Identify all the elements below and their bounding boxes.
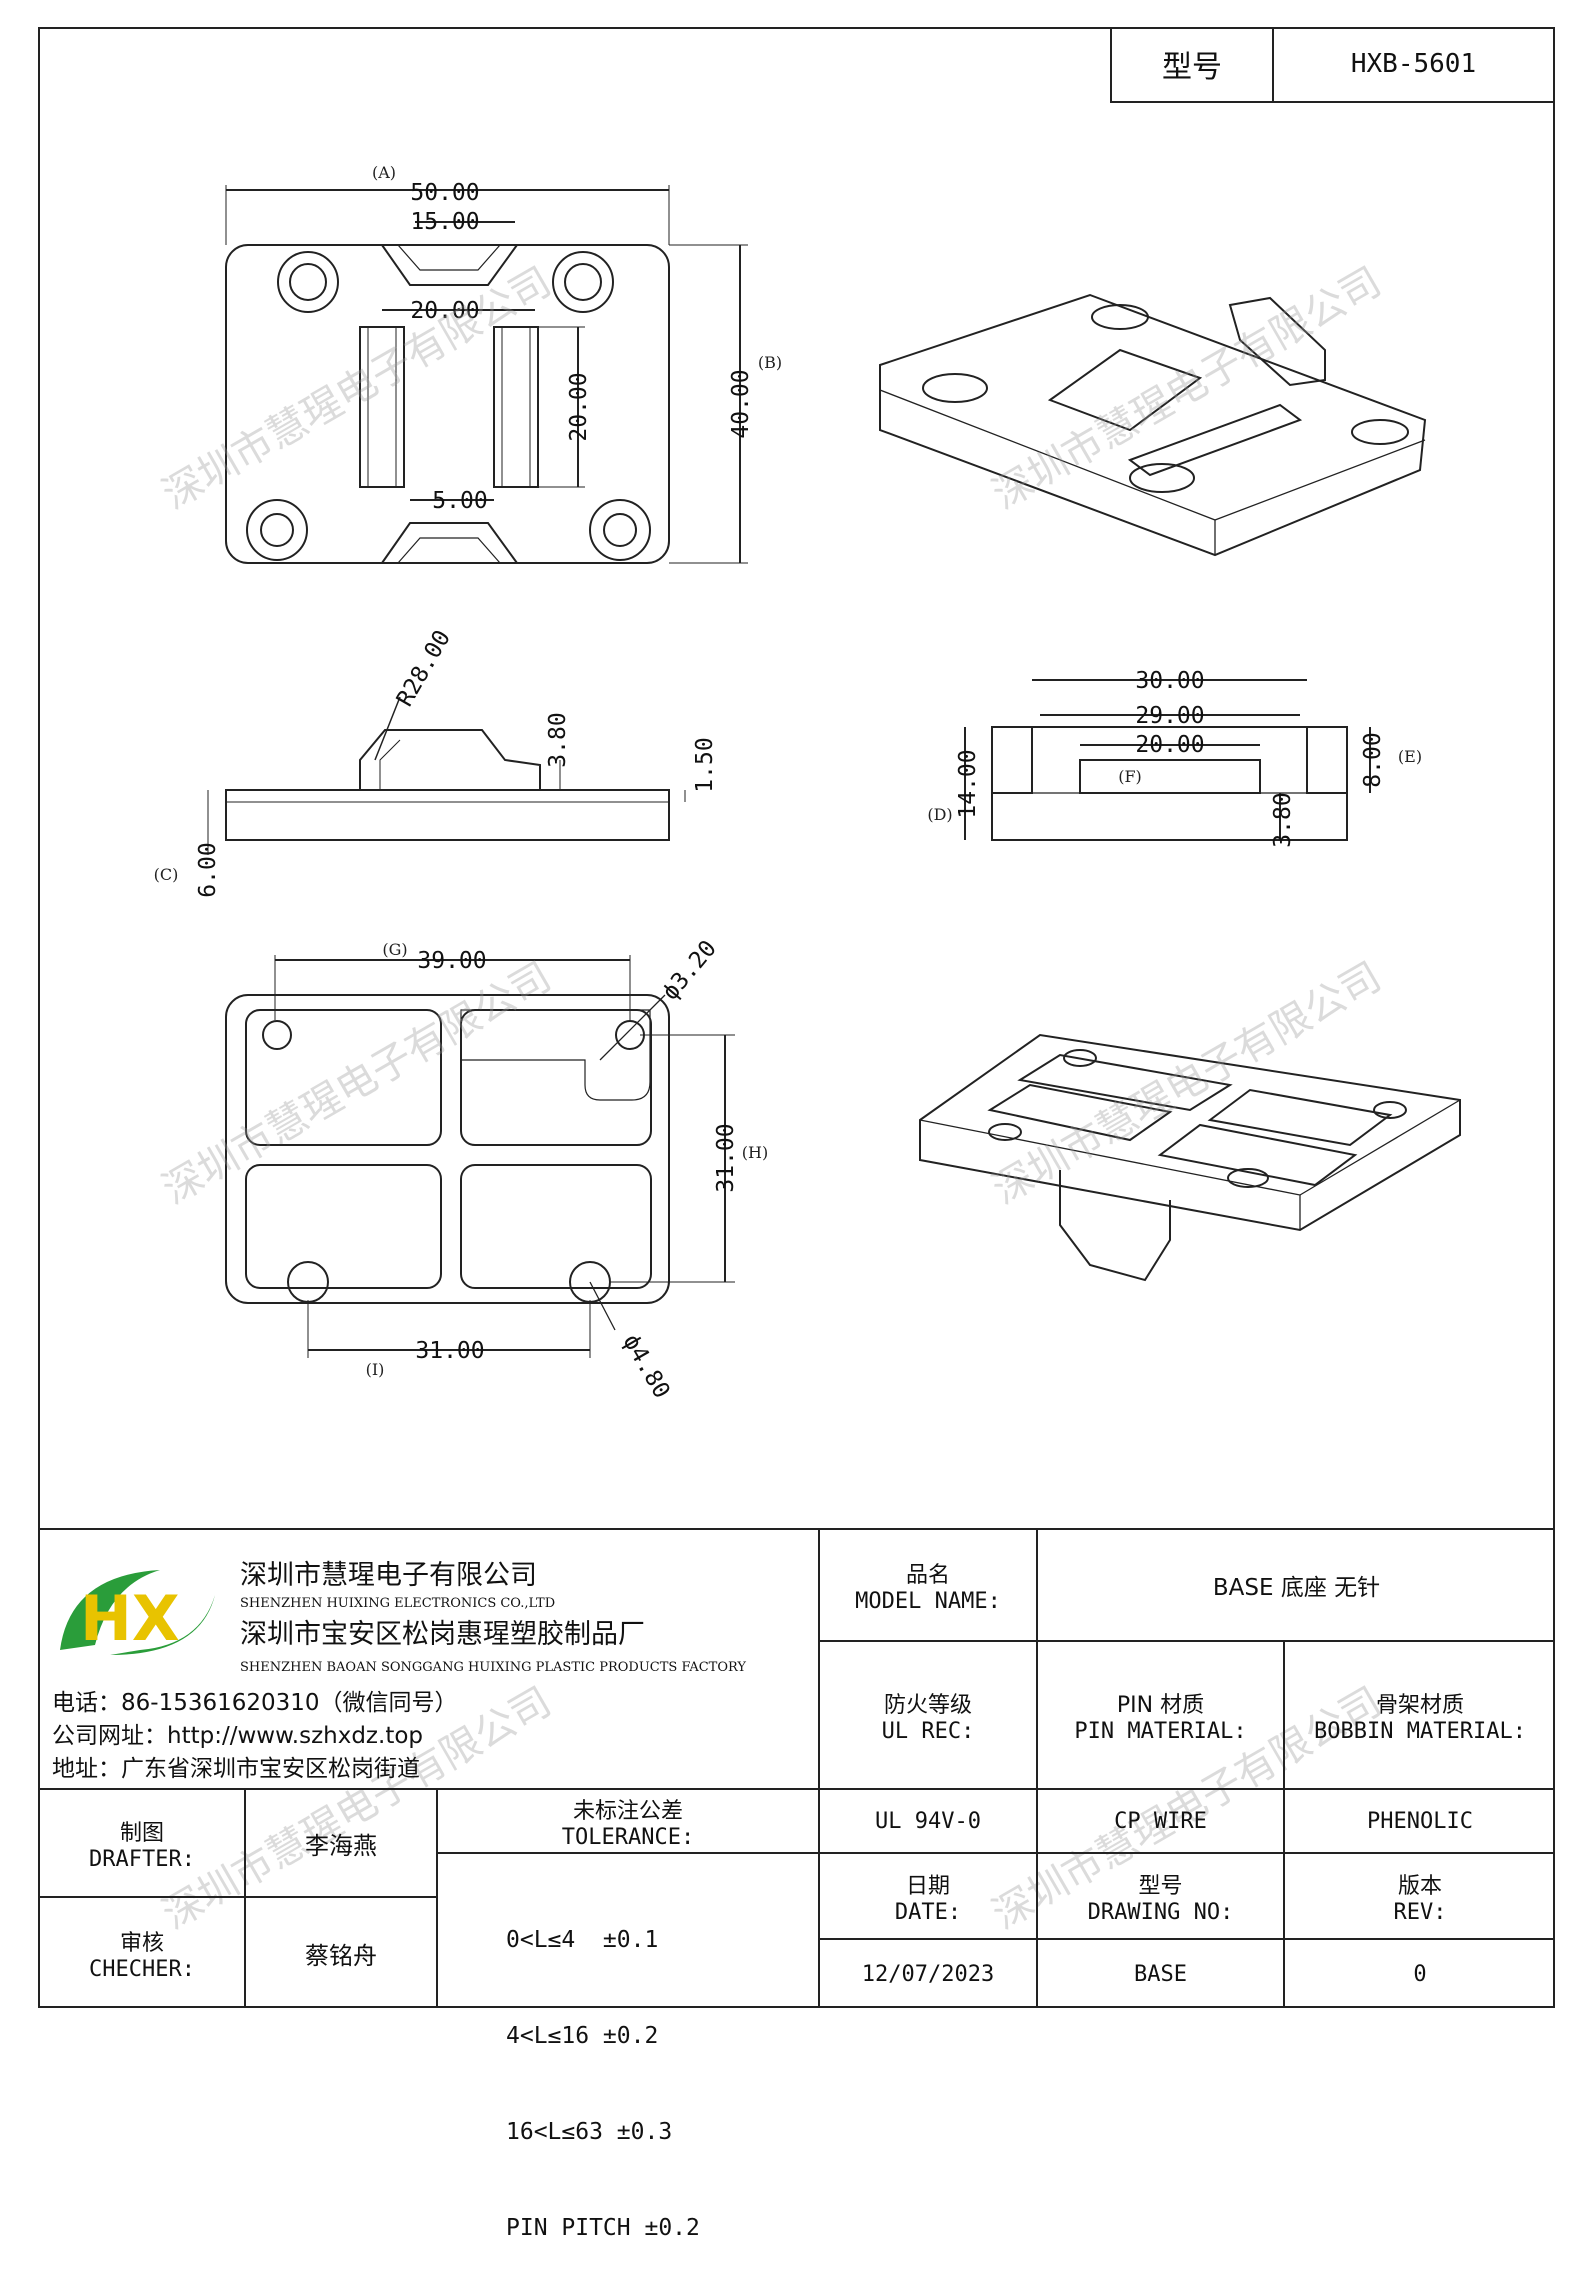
top-view <box>225 185 748 564</box>
model-value: HXB-5601 <box>1350 49 1477 79</box>
company-web: 公司网址：http://www.szhxdz.top <box>52 1723 424 1749</box>
iso-view-bottom <box>919 1033 1461 1282</box>
end-view <box>964 679 1371 841</box>
dim-end-w3: 20.00 <box>1135 732 1204 758</box>
factory-name-en: SHENZHEN BAOAN SONGGANG HUIXING PLASTIC … <box>240 1660 746 1675</box>
label-g: (G) <box>382 940 407 959</box>
drafter-label: 制图 DRAFTER: <box>40 1790 244 1896</box>
model-name-value: BASE 底座 无针 <box>1212 1575 1381 1601</box>
pin-cn: PIN 材质 <box>1116 1692 1205 1718</box>
dwg-en: DRAWING NO: <box>1087 1899 1234 1925</box>
model-label: 型号 <box>1112 27 1274 101</box>
label-i: (I) <box>366 1360 385 1379</box>
dim-bot-w2: 31.00 <box>415 1338 484 1364</box>
tolerance-line: 0<L≤4 ±0.1 <box>506 1927 659 1953</box>
checker-value: 蔡铭舟 <box>305 1941 377 1970</box>
tolerance-line: 4<L≤16 ±0.2 <box>506 2023 659 2049</box>
bobbin-en: BOBBIN MATERIAL: <box>1314 1718 1526 1744</box>
dwg-label: 型号 DRAWING NO: <box>1038 1854 1283 1938</box>
dim-slot-height: 20.00 <box>566 372 592 441</box>
dim-end-w1: 30.00 <box>1135 668 1204 694</box>
model-name-label: 品名 MODEL NAME: <box>820 1530 1036 1640</box>
dim-bot-hole: ϕ3.20 <box>657 936 721 1006</box>
dim-bot-w: 39.00 <box>417 948 486 974</box>
label-b: (B) <box>758 353 782 372</box>
technical-drawing: 50.00 15.00 20.00 5.00 40.00 20.00 (A) (… <box>154 163 1461 1403</box>
model-name-cn: 品名 <box>905 1562 950 1588</box>
tolerance-cn: 未标注公差 <box>572 1798 683 1824</box>
drawing-frame <box>38 27 1555 2008</box>
company-address: 地址：广东省深圳市宝安区松岗街道 <box>52 1756 420 1782</box>
ul-value: UL 94V-0 <box>875 1808 981 1834</box>
bobbin-value: PHENOLIC <box>1367 1808 1473 1834</box>
date-label: 日期 DATE: <box>820 1854 1036 1938</box>
rev-en: REV: <box>1393 1899 1447 1925</box>
label-a: (A) <box>372 163 396 182</box>
tolerance-en: TOLERANCE: <box>561 1824 695 1850</box>
tolerance-line: PIN PITCH ±0.2 <box>506 2215 700 2241</box>
company-phone: 电话：86-15361620310（微信同号） <box>52 1690 458 1716</box>
iso-view-top <box>879 293 1427 557</box>
ul-cn: 防火等级 <box>883 1692 972 1718</box>
dim-end-w2: 29.00 <box>1135 703 1204 729</box>
checker-label: 审核 CHECHER: <box>40 1898 244 2008</box>
pin-en: PIN MATERIAL: <box>1074 1718 1247 1744</box>
logo-text: HX <box>80 1582 180 1655</box>
model-box: 型号 HXB-5601 <box>1110 27 1555 103</box>
dim-slot-width: 5.00 <box>432 488 487 514</box>
bobbin-cn: 骨架材质 <box>1375 1692 1464 1718</box>
label-c: (C) <box>154 865 179 884</box>
drafter-value: 李海燕 <box>305 1831 377 1860</box>
rev-value: 0 <box>1413 1961 1427 1987</box>
company-name-en: SHENZHEN HUIXING ELECTRONICS CO.,LTD <box>240 1596 556 1611</box>
model-name-en: MODEL NAME: <box>855 1588 1001 1614</box>
dim-side-h2: 1.50 <box>692 737 718 792</box>
company-logo: HX <box>60 1570 215 1655</box>
ul-label: 防火等级 UL REC: <box>820 1642 1036 1788</box>
label-h: (H) <box>742 1143 768 1162</box>
pin-value: CP WIRE <box>1114 1808 1207 1834</box>
dwg-cn: 型号 <box>1138 1873 1183 1899</box>
bottom-view <box>225 955 735 1358</box>
dim-side-total: 6.00 <box>195 842 221 897</box>
tolerance-line: 16<L≤63 ±0.3 <box>506 2119 673 2145</box>
rev-label: 版本 REV: <box>1285 1854 1555 1938</box>
company-name-cn: 深圳市慧瑆电子有限公司 <box>240 1560 537 1591</box>
label-e: (E) <box>1398 747 1422 766</box>
dwg-value: BASE <box>1134 1961 1187 1987</box>
ul-en: UL REC: <box>881 1718 975 1744</box>
date-en: DATE: <box>894 1899 962 1925</box>
pin-label: PIN 材质 PIN MATERIAL: <box>1038 1642 1283 1788</box>
drafter-cn: 制图 <box>119 1820 164 1846</box>
tolerance-list: 0<L≤4 ±0.1 4<L≤16 ±0.2 16<L≤63 ±0.3 PIN … <box>506 1860 806 2276</box>
dim-bot-hole2: ϕ4.80 <box>617 1330 674 1403</box>
dim-bot-h: 31.00 <box>713 1123 739 1192</box>
side-view <box>207 696 686 855</box>
drafter-en: DRAFTER: <box>89 1846 195 1872</box>
dim-top-spacing: 20.00 <box>410 298 479 324</box>
label-f: (F) <box>1118 767 1142 786</box>
dim-end-h2: 8.00 <box>1360 732 1386 787</box>
dim-end-h: 14.00 <box>955 749 981 818</box>
dim-top-height: 40.00 <box>728 369 754 438</box>
dim-radius: R28.00 <box>392 626 456 711</box>
checker-cn: 审核 <box>119 1930 164 1956</box>
bobbin-label: 骨架材质 BOBBIN MATERIAL: <box>1285 1642 1555 1788</box>
checker-en: CHECHER: <box>89 1956 195 1982</box>
dim-top-slot: 15.00 <box>410 209 479 235</box>
dim-top-width: 50.00 <box>410 180 479 206</box>
tolerance-label: 未标注公差 TOLERANCE: <box>438 1790 818 1852</box>
date-value: 12/07/2023 <box>861 1961 995 1987</box>
rev-cn: 版本 <box>1397 1873 1442 1899</box>
dim-end-h3: 3.80 <box>1270 792 1296 847</box>
factory-name-cn: 深圳市宝安区松岗惠瑆塑胶制品厂 <box>240 1619 645 1650</box>
date-cn: 日期 <box>905 1873 950 1899</box>
label-d: (D) <box>927 805 952 824</box>
dim-side-h1: 3.80 <box>545 712 571 767</box>
